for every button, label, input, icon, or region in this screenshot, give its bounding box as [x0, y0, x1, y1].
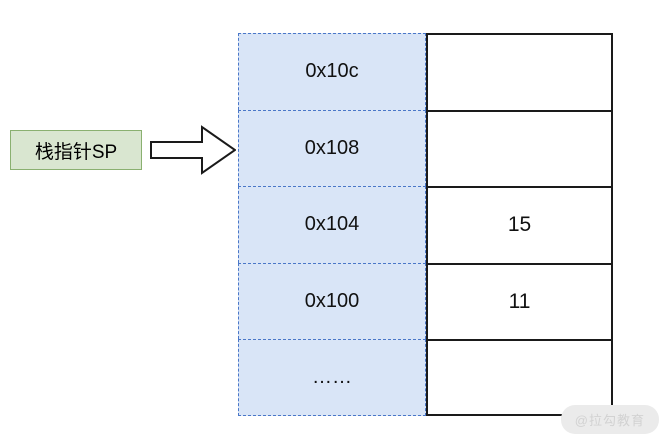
table-row: 0x108: [238, 109, 613, 187]
memory-address-cell: ……: [238, 339, 426, 416]
table-row: 0x104 15: [238, 186, 613, 263]
stack-pointer-label-text: 栈指针SP: [34, 141, 118, 163]
memory-address-text: 0x100: [304, 290, 360, 313]
memory-value-cell: 11: [426, 262, 613, 340]
memory-address-text: 0x108: [304, 136, 360, 159]
memory-address-text: 0x10c: [305, 60, 359, 83]
memory-address-cell: 0x104: [238, 186, 426, 263]
memory-value-text: 11: [508, 290, 531, 314]
memory-value-cell: [426, 33, 613, 110]
memory-address-text: ……: [312, 366, 352, 389]
table-row: ……: [238, 339, 613, 416]
right-block-arrow-icon: [150, 125, 236, 175]
watermark: @拉勾教育: [560, 405, 659, 434]
watermark-text: @拉勾教育: [574, 413, 645, 428]
memory-value-text: 15: [507, 213, 532, 237]
memory-value-cell: [426, 339, 613, 416]
memory-address-cell: 0x108: [238, 109, 426, 187]
memory-value-cell: 15: [426, 186, 613, 263]
memory-table: 0x10c 0x108 0x104 15 0x100: [238, 33, 613, 416]
memory-address-cell: 0x10c: [238, 33, 426, 110]
memory-value-cell: [426, 109, 613, 187]
table-row: 0x10c: [238, 33, 613, 110]
memory-address-text: 0x104: [304, 213, 360, 236]
pointer-arrow: [150, 124, 236, 176]
table-row: 0x100 11: [238, 262, 613, 340]
memory-address-cell: 0x100: [238, 262, 426, 340]
stack-pointer-label: 栈指针SP: [10, 130, 142, 170]
